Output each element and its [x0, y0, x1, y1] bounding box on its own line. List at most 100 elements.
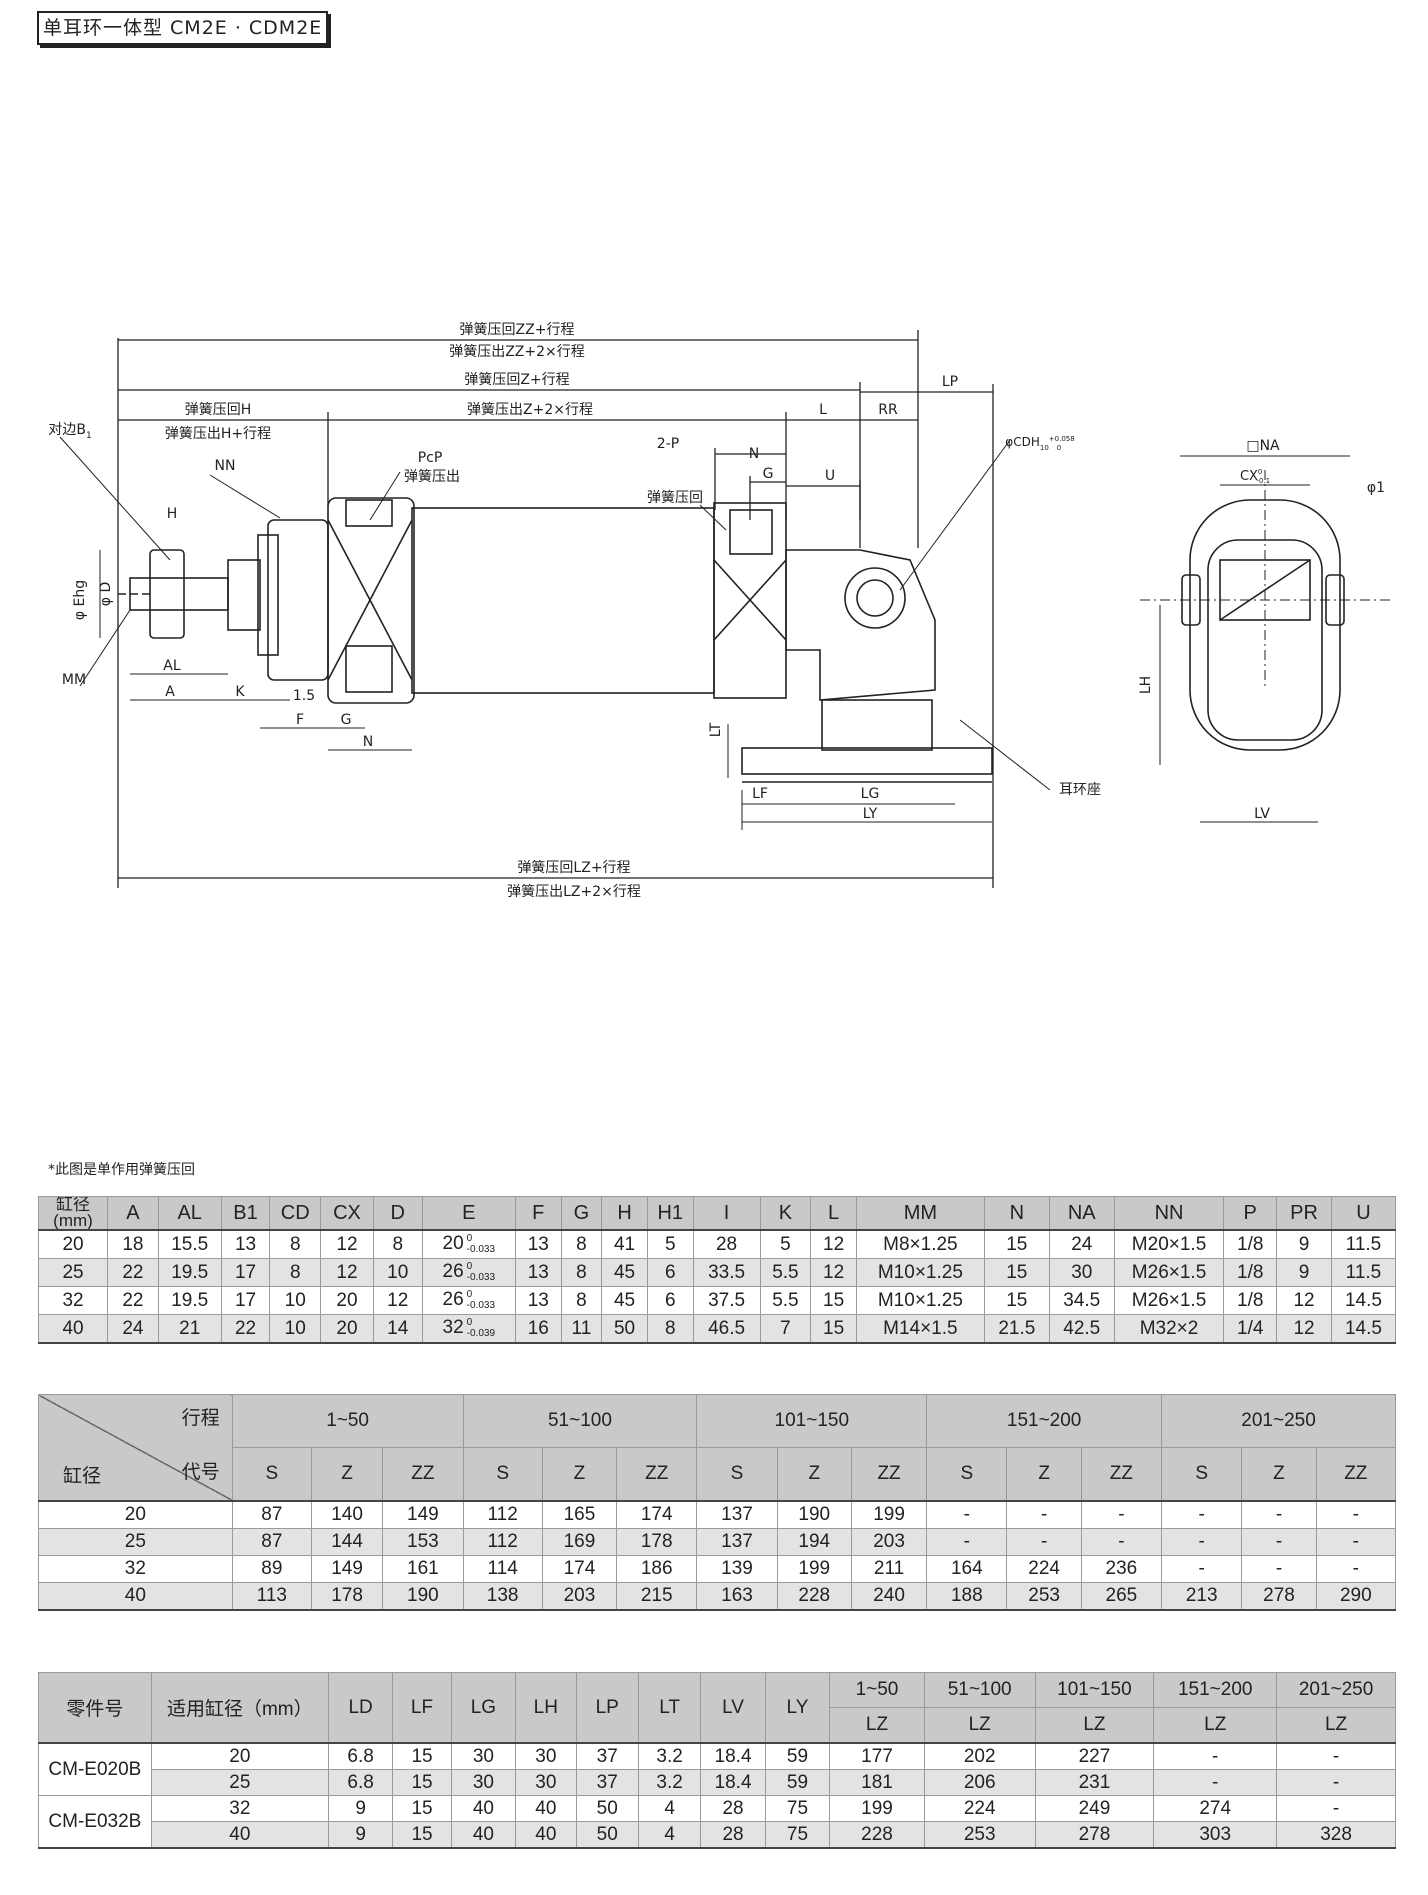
bore-header: 缸径(mm) — [37, 1196, 109, 1231]
table-cell: 40 — [515, 1821, 577, 1849]
table-cell: 215 — [616, 1582, 698, 1611]
table-cell: 137 — [696, 1500, 778, 1529]
table-cell: 165 — [541, 1500, 618, 1529]
table-cell: 114 — [462, 1555, 543, 1583]
e-value: 26 — [442, 1289, 464, 1311]
lz-header: LZ — [923, 1707, 1036, 1744]
table-cell: 45 — [601, 1286, 648, 1315]
table-cell: 21 — [157, 1314, 222, 1344]
bore-cell: 32 — [37, 1286, 109, 1315]
label-k: K — [235, 684, 245, 700]
table-cell: 6 — [646, 1258, 694, 1287]
column-header: N — [983, 1196, 1050, 1231]
table-cell: 8 — [269, 1258, 322, 1287]
table-cell: 15 — [392, 1742, 452, 1770]
column-header: LV — [700, 1672, 766, 1744]
code-header: S — [1161, 1447, 1243, 1502]
table-cell: 50 — [575, 1795, 639, 1822]
table-cell: 199 — [776, 1555, 852, 1583]
code-header: ZZ — [850, 1447, 928, 1502]
table-cell: 17 — [220, 1286, 271, 1315]
column-header: D — [372, 1196, 423, 1231]
table-cell: 8 — [560, 1229, 603, 1259]
table-cell: - — [1161, 1528, 1243, 1556]
lz-cell: 227 — [1034, 1742, 1155, 1770]
lz-cell: - — [1153, 1769, 1278, 1796]
column-header: I — [692, 1196, 761, 1231]
column-header: LD — [327, 1672, 394, 1744]
table-cell: 20 — [320, 1286, 374, 1315]
table-cell: 178 — [616, 1528, 698, 1556]
table-cell: 9 — [1276, 1258, 1332, 1287]
label-nn: NN — [215, 458, 236, 474]
e-value: 20 — [442, 1233, 464, 1255]
table-cell: 14.5 — [1330, 1286, 1397, 1315]
table-cell: 4 — [637, 1821, 702, 1849]
table-cell: 153 — [382, 1528, 464, 1556]
table-cell: 190 — [776, 1500, 852, 1529]
side-view — [1140, 455, 1390, 823]
label-lf: LF — [752, 786, 768, 802]
table-cell: 12 — [320, 1258, 374, 1287]
column-header: LH — [515, 1672, 577, 1744]
label-lh: LH — [1138, 676, 1154, 694]
table-cell: 4 — [637, 1795, 702, 1822]
label-lg: LG — [861, 786, 880, 802]
table-cell: M10×1.25 — [855, 1258, 985, 1287]
table-cell: 15 — [983, 1258, 1050, 1287]
label-zz-retract: 弹簧压回ZZ+行程 — [460, 322, 575, 338]
code-header: ZZ — [382, 1447, 464, 1502]
table-cell: 178 — [310, 1582, 384, 1611]
leader-lines — [59, 436, 1051, 830]
table-cell: 11 — [560, 1314, 603, 1344]
table-cell: 15.5 — [157, 1229, 222, 1259]
note-text: *此图是单作用弹簧压回 — [48, 1162, 195, 1178]
tolerance: 0-0.033 — [467, 1289, 495, 1311]
tolerance-lower: -0.033 — [466, 1272, 496, 1284]
table-cell: 5 — [646, 1229, 694, 1259]
column-header: LT — [637, 1672, 702, 1744]
column-header: P — [1223, 1196, 1278, 1231]
table-cell: M26×1.5 — [1113, 1286, 1225, 1315]
table-cell: 15 — [983, 1286, 1050, 1315]
corner-header: 行程 代号 缸径 — [38, 1394, 233, 1502]
code-header: Z — [1006, 1447, 1082, 1502]
label-cx: CX0-0.1 — [1240, 468, 1270, 485]
table-cell: 253 — [1006, 1582, 1082, 1611]
table-cell: 144 — [310, 1528, 384, 1556]
bore-cell: 25 — [38, 1528, 233, 1556]
table-cell: - — [1315, 1500, 1397, 1529]
table-cell: 41 — [601, 1229, 648, 1259]
part-number-cell: CM-E020B — [38, 1742, 152, 1796]
table-cell: 5 — [759, 1229, 812, 1259]
table-cell: 40 — [515, 1795, 577, 1822]
label-z-extend: 弹簧压出Z+2×行程 — [467, 402, 593, 418]
table-cell: 12 — [1276, 1286, 1332, 1315]
bore-cell: 25 — [150, 1769, 329, 1796]
label-lz-extend: 弹簧压出LZ+2×行程 — [507, 884, 641, 900]
stroke-range-header: 101~150 — [696, 1394, 928, 1448]
table-cell: 12 — [372, 1286, 423, 1315]
table-cell: - — [926, 1528, 1008, 1556]
label-l: L — [819, 402, 827, 418]
table-cell: 14.5 — [1330, 1314, 1397, 1344]
table-cell: 10 — [269, 1286, 322, 1315]
table-cell: 17 — [220, 1258, 271, 1287]
table-cell: 240 — [850, 1582, 928, 1611]
stroke-range-header: 201~250 — [1276, 1672, 1396, 1708]
label-z-retract: 弹簧压回Z+行程 — [464, 372, 569, 388]
table-cell: 11.5 — [1330, 1258, 1397, 1287]
column-header: LG — [450, 1672, 517, 1744]
bore-cell: 40 — [38, 1582, 233, 1611]
label-across-flats: 对边B1 — [48, 422, 91, 441]
